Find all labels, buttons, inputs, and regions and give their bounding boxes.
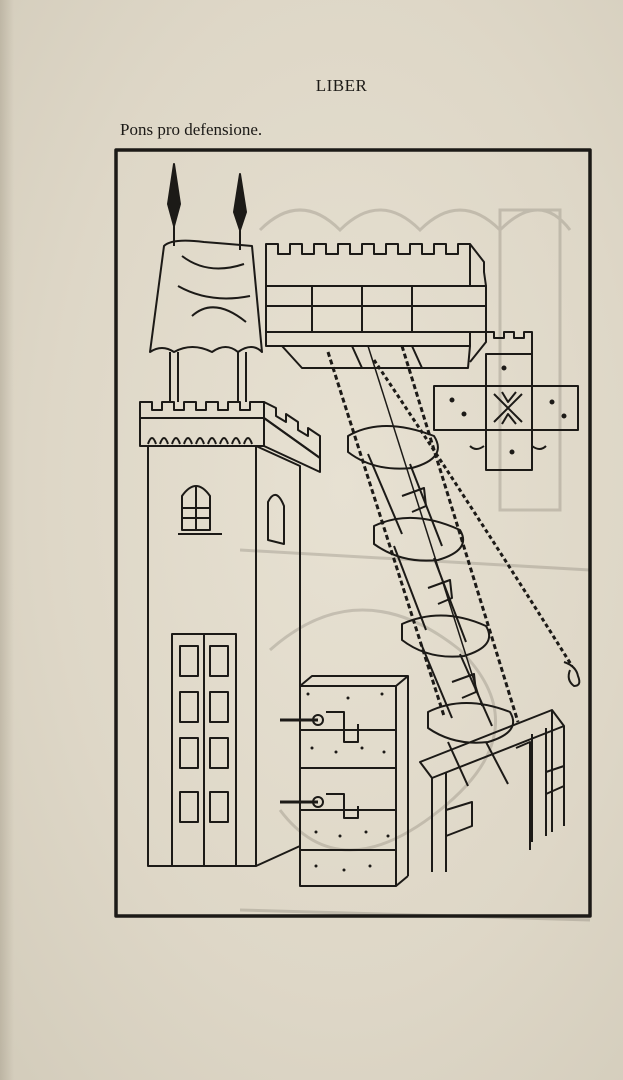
figure-caption: Pons pro defensione. [120, 120, 263, 139]
boarding-bridge [326, 345, 581, 787]
woodcut-illustration [114, 148, 592, 918]
page-gutter-shadow [0, 0, 14, 1080]
bridge-plan-detail [433, 331, 579, 471]
illustration-frame [114, 148, 592, 918]
capstan-crate [280, 675, 409, 887]
running-header: LIBER [315, 76, 368, 95]
tower [139, 163, 321, 867]
enemy-battlement [265, 243, 487, 369]
trestle [419, 709, 565, 872]
